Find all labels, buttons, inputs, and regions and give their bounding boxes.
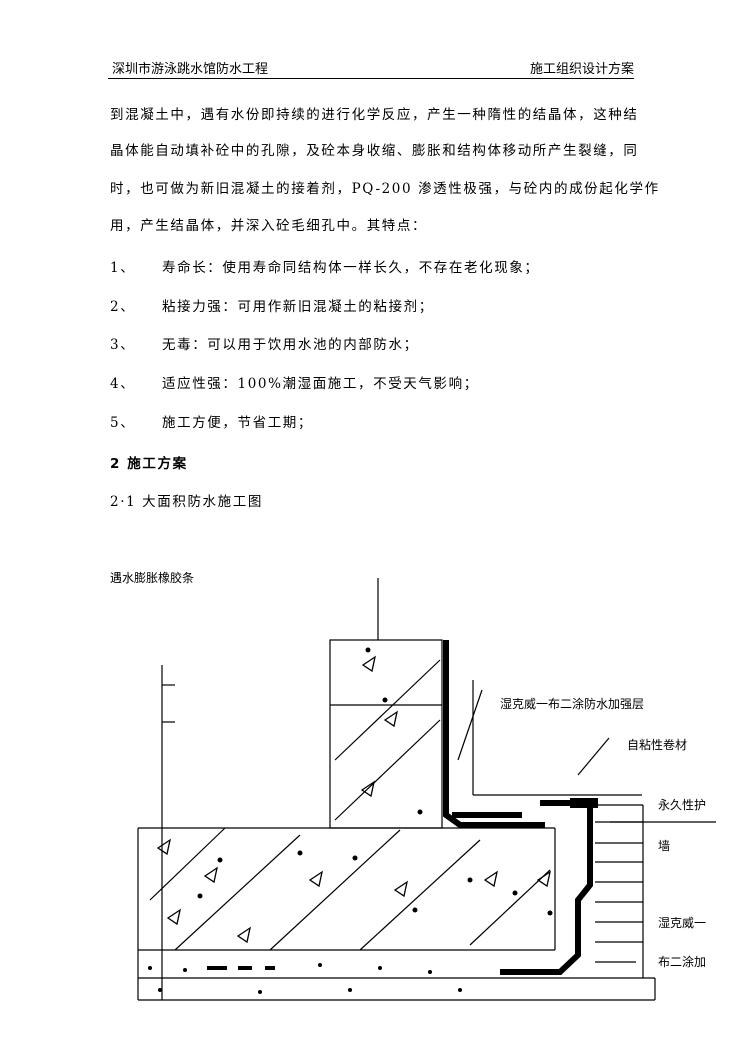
feature-item: 3、无毒：可以用于饮用水池的内部防水； xyxy=(110,337,419,353)
feature-item: 2、粘接力强：可用作新旧混凝土的粘接剂； xyxy=(110,299,434,315)
label-coating-1: 湿克威一 xyxy=(658,915,706,930)
label-protect-wall-2: 墙 xyxy=(658,839,670,853)
feature-item: 5、施工方便，节省工期； xyxy=(110,415,313,431)
section-heading: 2 施工方案 xyxy=(110,456,188,472)
label-swell-strip: 遇水膨胀橡胶条 xyxy=(110,570,194,585)
paragraph-line: 晶体能自动填补砼中的孔隙，及砼本身收缩、膨胀和结构体移动所产生裂缝，同 xyxy=(110,143,639,159)
header-right: 施工组织设计方案 xyxy=(529,62,634,77)
header-rule xyxy=(108,78,634,79)
label-coating-2: 布二涂加 xyxy=(658,954,706,969)
paragraph-line: 到混凝土中，遇有水份即持续的进行化学反应，产生一种隋性的结晶体，这种结 xyxy=(110,107,639,123)
label-protect-wall-1: 永久性护 xyxy=(658,798,706,812)
paragraph-line: 用，产生结晶体，并深入砼毛细孔中。其特点： xyxy=(110,218,428,234)
label-self-adhesive: 自粘性卷材 xyxy=(627,737,687,752)
label-reinforce-layer: 湿克威一布二涂防水加强层 xyxy=(500,696,644,711)
header-left: 深圳市游泳跳水馆防水工程 xyxy=(112,62,269,77)
feature-item: 1、寿命长：使用寿命同结构体一样长久，不存在老化现象； xyxy=(110,260,540,276)
paragraph-line: 时，也可做为新旧混凝土的接着剂，PQ-200 渗透性极强，与砼内的成份起化学作 xyxy=(110,181,660,197)
feature-item: 4、适应性强：100%潮湿面施工，不受天气影响； xyxy=(110,376,479,392)
subsection-heading: 2·1 大面积防水施工图 xyxy=(110,494,263,510)
